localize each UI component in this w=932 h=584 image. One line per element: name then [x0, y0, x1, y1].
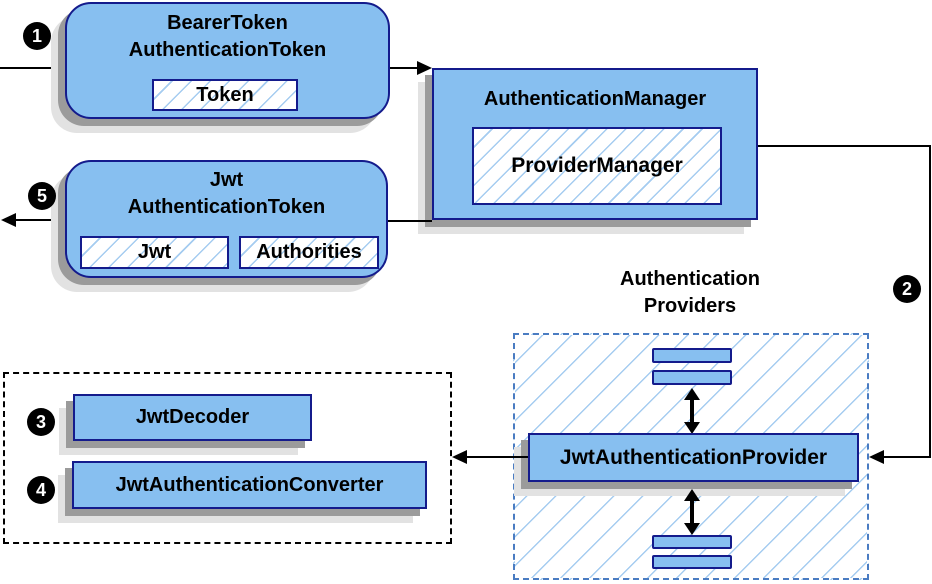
request-entry-line	[0, 67, 65, 69]
provider-manager-field-label: ProviderManager	[511, 154, 683, 177]
arrow-provider-to-tools-line	[466, 456, 528, 458]
jwt-token-title-line1: Jwt	[209, 169, 244, 191]
jwt-authentication-provider-node: JwtAuthenticationProvider	[528, 433, 859, 482]
connector-manager-to-jwt-token-line	[388, 220, 432, 222]
step-3-marker: 3	[27, 408, 55, 436]
providers-heading-line1: Authentication	[620, 268, 760, 290]
arrow-manager-to-provider-head-icon	[869, 450, 884, 464]
double-arrow-bottom-down-head-icon	[684, 523, 700, 535]
jwt-authentication-converter-label: JwtAuthenticationConverter	[115, 473, 384, 496]
jwt-decoder-label: JwtDecoder	[135, 406, 250, 428]
response-exit-head-icon	[1, 213, 16, 227]
arrow-manager-to-provider-vertical-line	[929, 145, 931, 458]
step-1-marker: 1	[23, 22, 51, 50]
provider-placeholder-rect-top-2	[652, 370, 732, 385]
bearer-token-title-line1: BearerToken	[167, 12, 288, 34]
authentication-providers-heading: Authentication Providers	[550, 266, 830, 320]
step-3-label: 3	[35, 411, 46, 432]
authentication-providers-group: JwtAuthenticationProvider	[513, 333, 869, 580]
arrow-bearer-to-manager-line	[390, 67, 418, 69]
authorities-field-label: Authorities	[256, 241, 362, 263]
jwt-tools-group: JwtDecoder JwtAuthenticationConverter	[3, 372, 452, 544]
jwt-token-title-line2: AuthenticationToken	[127, 196, 326, 218]
response-exit-line	[14, 219, 65, 221]
bearer-token-authentication-token-node: BearerToken AuthenticationToken Token	[65, 2, 390, 119]
arrow-bearer-to-manager-head-icon	[417, 61, 432, 75]
arrow-provider-to-tools-head-icon	[452, 450, 467, 464]
double-arrow-top-stem	[690, 400, 694, 422]
step-2-label: 2	[901, 278, 912, 299]
step-4-marker: 4	[27, 476, 55, 504]
provider-manager-field: ProviderManager	[472, 127, 722, 205]
jwt-field: Jwt	[80, 236, 229, 269]
arrow-manager-to-provider-bottom-line	[883, 456, 931, 458]
jwt-authentication-provider-label: JwtAuthenticationProvider	[559, 445, 828, 469]
double-arrow-top-up-head-icon	[684, 388, 700, 400]
jwt-decoder-node: JwtDecoder	[73, 394, 312, 441]
provider-placeholder-rect-bottom-2	[652, 555, 732, 569]
authentication-manager-node: AuthenticationManager ProviderManager	[432, 68, 758, 220]
token-field-label: Token	[196, 83, 254, 106]
jwt-field-label: Jwt	[137, 241, 172, 263]
step-2-marker: 2	[893, 275, 921, 303]
provider-placeholder-rect-top-1	[652, 348, 732, 363]
double-arrow-top-down-head-icon	[684, 422, 700, 434]
double-arrow-top-icon	[683, 388, 701, 434]
step-1-label: 1	[31, 25, 42, 46]
authentication-manager-title: AuthenticationManager	[483, 88, 707, 110]
step-4-label: 4	[35, 479, 46, 500]
provider-placeholder-rect-bottom-1	[652, 535, 732, 549]
jwt-authentication-token-node: Jwt AuthenticationToken Jwt Authorities	[65, 160, 388, 278]
token-field: Token	[152, 79, 298, 111]
step-5-marker: 5	[28, 182, 56, 210]
jwt-authentication-converter-node: JwtAuthenticationConverter	[72, 461, 427, 509]
authorities-field: Authorities	[239, 236, 379, 269]
double-arrow-bottom-up-head-icon	[684, 489, 700, 501]
arrow-manager-to-provider-top-line	[758, 145, 931, 147]
double-arrow-bottom-icon	[683, 489, 701, 535]
double-arrow-bottom-stem	[690, 501, 694, 523]
jwt-token-node-title: Jwt AuthenticationToken	[67, 162, 386, 221]
bearer-token-title-line2: AuthenticationToken	[128, 39, 327, 61]
providers-heading-line2: Providers	[643, 295, 737, 317]
step-5-label: 5	[36, 185, 47, 206]
bearer-token-node-title: BearerToken AuthenticationToken	[67, 4, 388, 64]
